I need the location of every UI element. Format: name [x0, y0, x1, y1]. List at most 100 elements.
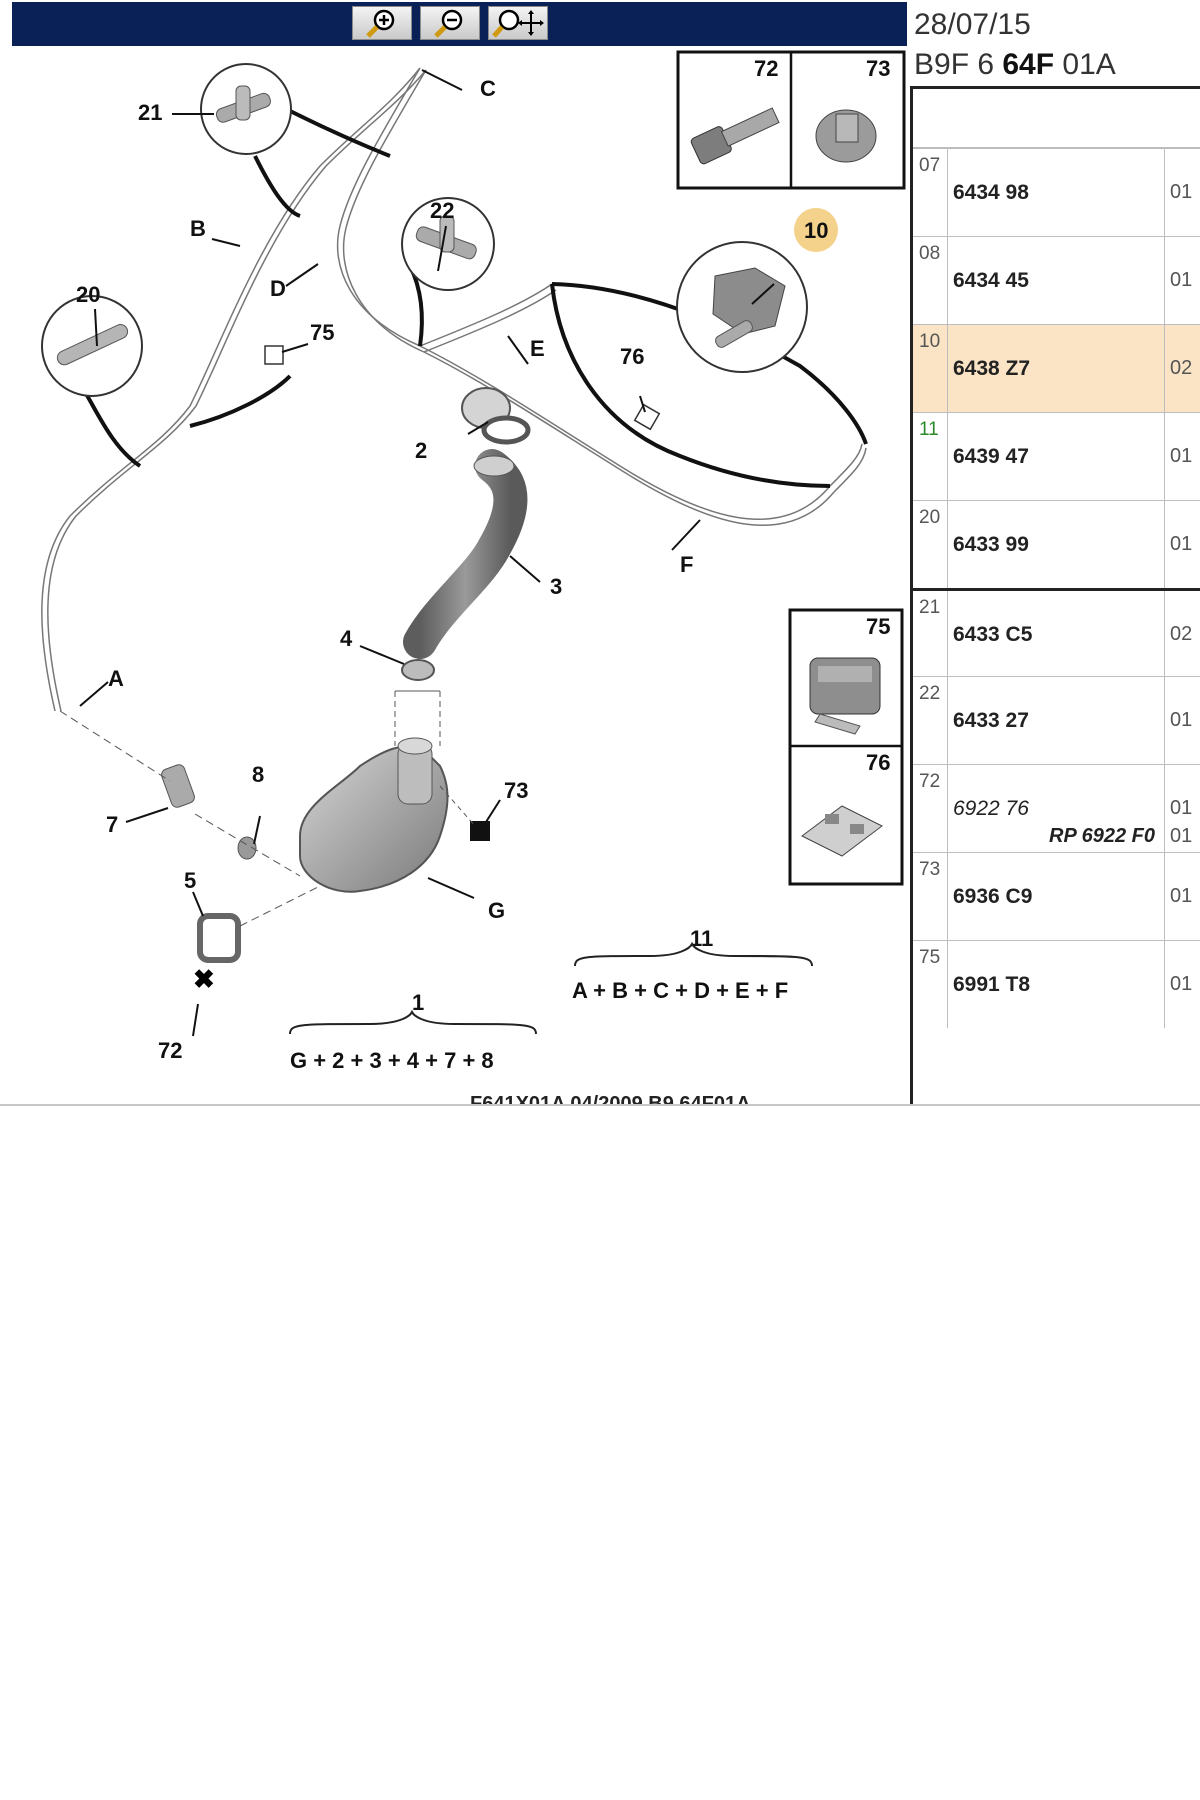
callout-4: 4 [340, 626, 353, 651]
part-quantity: 01 [1170, 445, 1193, 467]
ref-suffix: 01A [1054, 48, 1116, 81]
hose-letter-g: G [488, 898, 505, 923]
part-number[interactable]: 6991 T8 [953, 973, 1031, 996]
callout-72: 72 [158, 1038, 182, 1063]
part-quantity: 01 [1170, 797, 1193, 819]
part-number[interactable]: 6438 Z7 [953, 357, 1031, 380]
parts-table: 07 6434 98 01 08 6434 45 01 10 6438 Z7 0… [913, 148, 1200, 1028]
inset-numbers: 72 73 75 76 [754, 56, 890, 775]
hose-letter-e: E [530, 336, 545, 361]
svg-text:✖: ✖ [193, 964, 215, 994]
callout-10-highlight [794, 208, 838, 252]
part-index: 10 [919, 331, 941, 352]
part-row-75[interactable]: 75 6991 T8 01 [913, 940, 1200, 1028]
hose-letters: A B C D E F G [108, 76, 693, 923]
part-number[interactable]: 6433 27 [953, 709, 1029, 732]
magnifier-plus-icon [366, 9, 395, 38]
callout-21: 21 [138, 100, 162, 125]
part-index: 07 [919, 155, 941, 176]
part-index: 08 [919, 243, 941, 264]
washer-reservoir [299, 737, 490, 893]
callout-73: 73 [504, 778, 528, 803]
part-row-08[interactable]: 08 6434 45 01 [913, 236, 1200, 324]
inset-label-76: 76 [866, 750, 890, 775]
hose-letter-d: D [270, 276, 286, 301]
part-quantity: 01 [1170, 973, 1193, 995]
part-quantity: 01 [1170, 885, 1193, 907]
part-quantity: 01 [1170, 181, 1193, 203]
part-quantity: 02 [1170, 357, 1193, 379]
part-row-20[interactable]: 20 6433 99 01 [913, 500, 1200, 588]
callout-5: 5 [184, 868, 196, 893]
diagram-toolbar [12, 2, 907, 46]
parts-list-panel: 28/07/15 B9F 6 64F 01A 07 6434 98 01 08 … [910, 0, 1200, 1104]
part-row-07[interactable]: 07 6434 98 01 [913, 148, 1200, 236]
part-index: 21 [919, 597, 941, 618]
parts-table-header [913, 89, 1200, 148]
page-bottom-rule [0, 1104, 1200, 1106]
callout-22: 22 [430, 198, 454, 223]
kit-braces [289, 941, 813, 1035]
magnifier-minus-icon [434, 9, 463, 38]
part-number[interactable]: 6936 C9 [953, 885, 1033, 908]
zoom-out-button[interactable] [420, 6, 480, 40]
detail-circle-21 [200, 63, 292, 155]
part-row-73[interactable]: 73 6936 C9 01 [913, 852, 1200, 940]
part-number[interactable]: 6434 98 [953, 181, 1029, 204]
zoom-move-button[interactable] [488, 6, 548, 40]
washer-hoses [41, 67, 867, 712]
part-row-11[interactable]: 11 6439 47 01 [913, 412, 1200, 500]
callout-7: 7 [106, 812, 118, 837]
hose-letter-f: F [680, 552, 693, 577]
inset-72-73 [676, 50, 906, 190]
callout-2: 2 [415, 438, 427, 463]
part-row-72[interactable]: 72 6922 76 01 RP 6922 F0 01 [913, 764, 1200, 852]
detail-circle-10 [676, 241, 808, 373]
inset-label-73: 73 [866, 56, 890, 81]
callout-20: 20 [76, 282, 100, 307]
clip-76-marker [633, 403, 661, 431]
kit-11-formula: A + B + C + D + E + F [572, 978, 788, 1003]
hose-letter-b: B [190, 216, 206, 241]
part-index: 11 [919, 419, 939, 440]
part-number[interactable]: 6439 47 [953, 445, 1029, 468]
part-number[interactable]: 6922 76 [953, 797, 1029, 820]
callout-1: 1 [412, 990, 424, 1015]
callout-76: 76 [620, 344, 644, 369]
catalog-reference: B9F 6 64F 01A [914, 48, 1116, 82]
zoom-in-button[interactable] [352, 6, 412, 40]
part-row-10-selected[interactable]: 10 6438 Z7 02 [913, 324, 1200, 412]
part-index: 73 [919, 859, 941, 880]
part-row-21[interactable]: 21 6433 C5 02 [913, 588, 1200, 676]
catalog-date: 28/07/15 [914, 8, 1031, 41]
part-number[interactable]: 6434 45 [953, 269, 1029, 292]
part-index: 20 [919, 507, 941, 528]
part-quantity: 01 [1170, 269, 1193, 291]
callout-11: 11 [690, 926, 713, 951]
panel-left-border [910, 89, 913, 1104]
washer-system-drawing: ✖ [0, 50, 910, 1115]
part-number[interactable]: 6433 99 [953, 533, 1029, 556]
part-row-22[interactable]: 22 6433 27 01 [913, 676, 1200, 764]
exploded-parts-diagram: ✖ [0, 46, 910, 1115]
part-quantity: 01 [1170, 533, 1193, 555]
hose-letter-c: C [480, 76, 496, 101]
inset-75-76 [788, 608, 904, 886]
part-index: 72 [919, 771, 941, 792]
callout-75: 75 [310, 320, 334, 345]
ref-prefix: B9F 6 [914, 48, 1003, 81]
callout-numbers: 21 22 20 10 75 76 2 3 4 7 8 5 73 72 1 11 [76, 100, 828, 1063]
callout-8: 8 [252, 762, 264, 787]
part-number[interactable]: 6433 C5 [953, 623, 1033, 646]
replacement-part-number[interactable]: RP 6922 F0 [1049, 825, 1155, 847]
kit-1-formula: G + 2 + 3 + 4 + 7 + 8 [290, 1048, 494, 1073]
part-index: 22 [919, 683, 941, 704]
filler-parts [394, 387, 531, 746]
hose-letter-a: A [108, 666, 124, 691]
inset-label-75: 75 [866, 614, 890, 639]
replacement-quantity: 01 [1170, 825, 1193, 847]
part-quantity: 01 [1170, 709, 1193, 731]
callout-3: 3 [550, 574, 562, 599]
detail-circle-20 [41, 295, 143, 397]
